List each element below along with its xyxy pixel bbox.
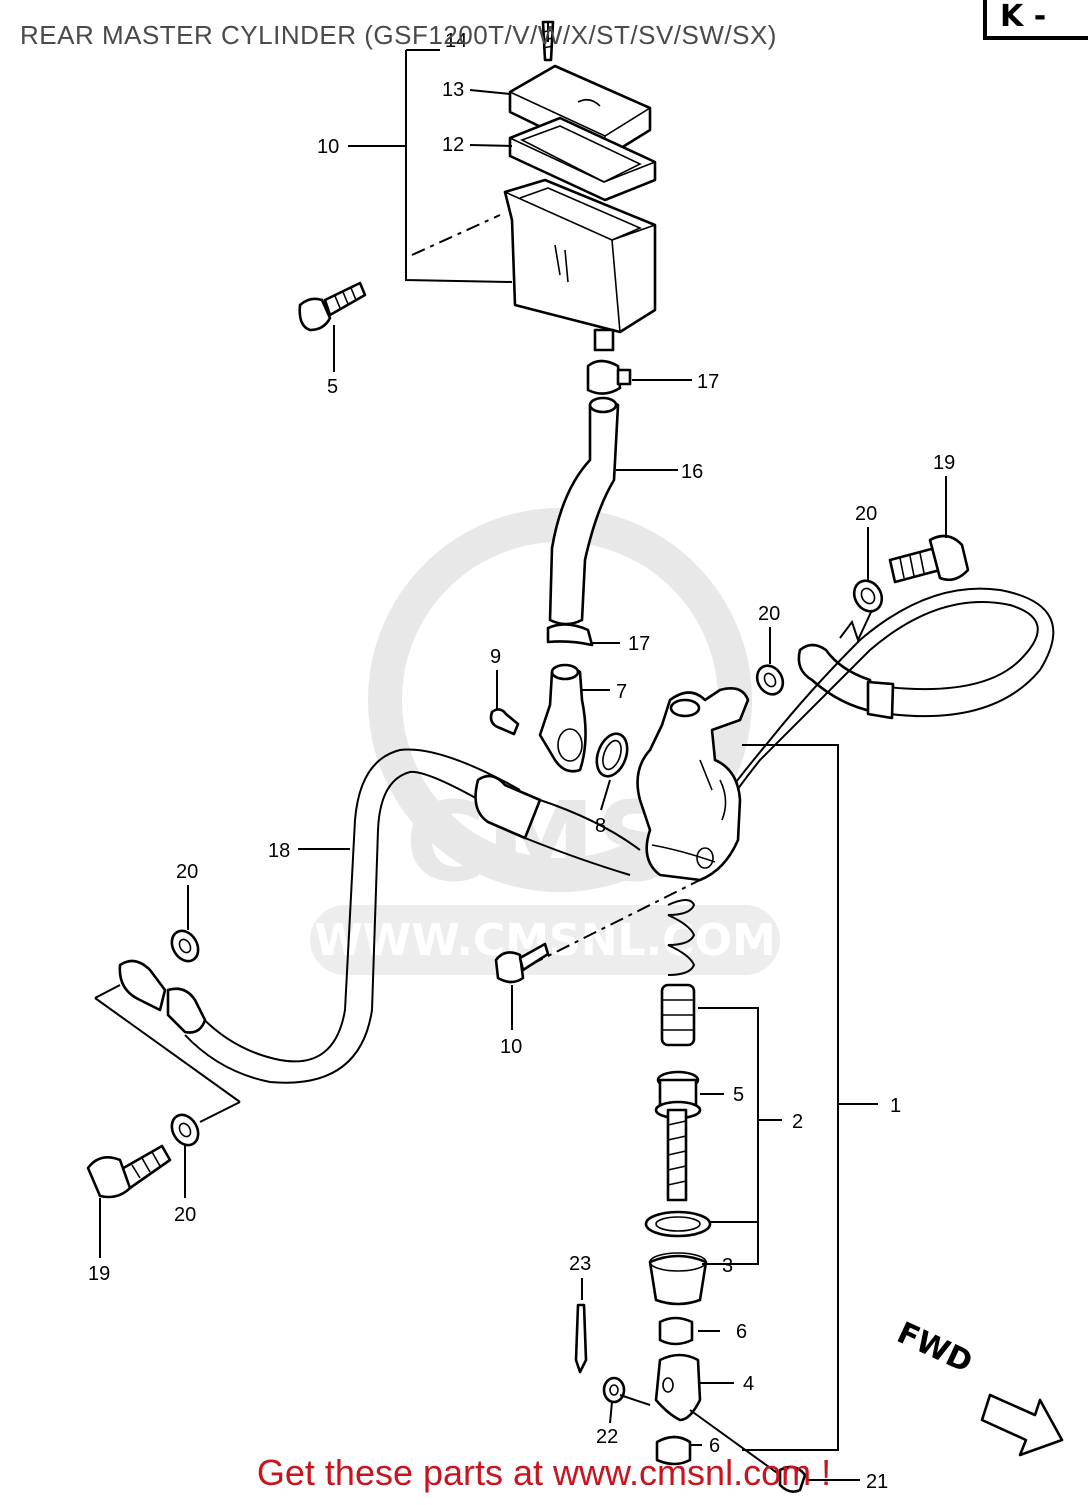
callout-17-mid: 17: [628, 633, 650, 655]
callout-5-mid: 5: [733, 1084, 744, 1106]
footer-link-text[interactable]: Get these parts at www.cmsnl.com !: [256, 1452, 832, 1493]
callout-20-right: 20: [758, 603, 780, 625]
callout-19-left: 19: [88, 1263, 110, 1285]
callout-23: 23: [569, 1253, 591, 1275]
forward-arrow: FWD: [892, 1316, 1064, 1457]
inlet-fitting: [489, 663, 629, 778]
callout-6-bottom: 6: [709, 1435, 720, 1457]
callout-10-top: 10: [317, 136, 339, 158]
callout-5-top: 5: [327, 376, 338, 398]
diagram-title: REAR MASTER CYLINDER (GSF1200T/V/W/X/ST/…: [20, 20, 777, 50]
callout-16: 16: [681, 461, 703, 483]
callout-18: 18: [268, 840, 290, 862]
brake-hose-right: [699, 587, 1055, 851]
callout-21: 21: [866, 1471, 888, 1493]
section-tag: K -: [983, 0, 1088, 40]
callout-19-right: 19: [933, 452, 955, 474]
callout-8: 8: [595, 815, 606, 837]
reservoir-assembly: [503, 20, 657, 352]
callout-9: 9: [490, 646, 501, 668]
forward-label: FWD: [892, 1316, 978, 1381]
master-cylinder-body: [494, 687, 750, 984]
callout-4: 4: [743, 1373, 754, 1395]
bolt-top: [298, 281, 367, 332]
callout-6-top: 6: [736, 1321, 747, 1343]
piston-assembly: [574, 899, 807, 1493]
callout-20-left-top: 20: [176, 861, 198, 883]
banjo-bolt-right: [755, 534, 970, 696]
callout-13: 13: [442, 79, 464, 101]
leader-lines: [94, 22, 947, 1481]
callout-17-top: 17: [697, 371, 719, 393]
callout-22: 22: [596, 1426, 618, 1448]
brake-hose-left: [86, 748, 641, 1199]
callout-10-mid: 10: [500, 1036, 522, 1058]
callout-20-right-top: 20: [855, 503, 877, 525]
callout-14: 14: [445, 30, 467, 52]
section-tag-text: K -: [1000, 0, 1046, 34]
callout-labels: 14 13 12 10 5 17 16 19 20 20 17 9 7 8 18…: [88, 30, 955, 1493]
callout-2: 2: [792, 1111, 803, 1133]
callout-20-left-bottom: 20: [174, 1204, 196, 1226]
callout-7: 7: [616, 681, 627, 703]
callout-3: 3: [722, 1255, 733, 1277]
watermark-logo-text: CMS: [405, 778, 674, 906]
hose-16: [546, 359, 632, 647]
watermark-url-text: WWW.CMSNL.COM: [314, 915, 776, 966]
callout-12: 12: [442, 134, 464, 156]
callout-1: 1: [890, 1095, 901, 1117]
